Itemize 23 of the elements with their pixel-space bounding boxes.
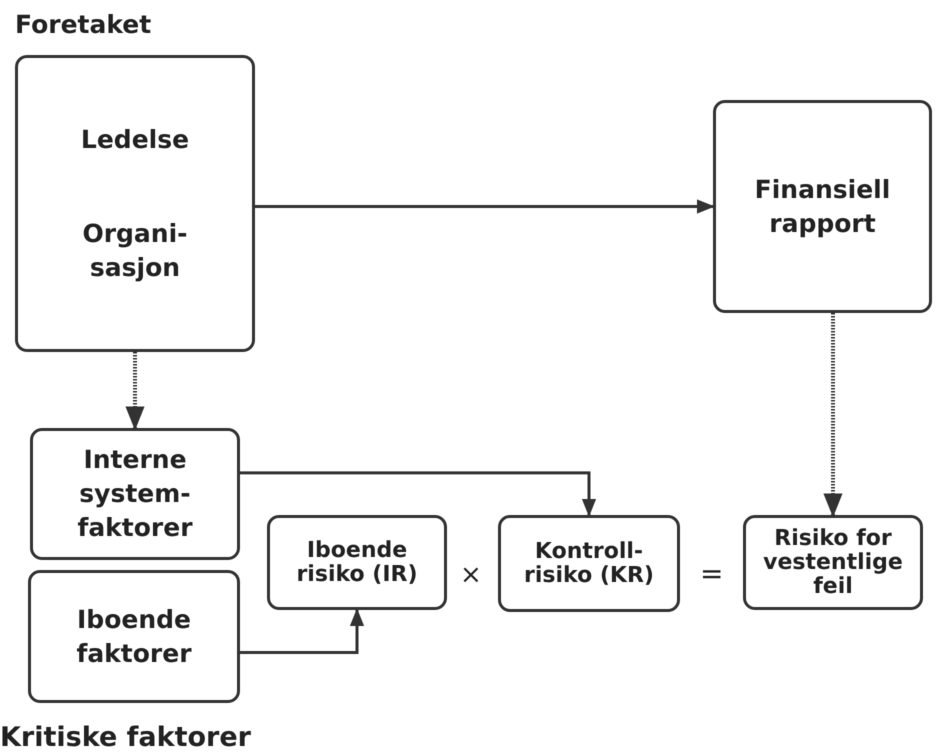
process-box bbox=[267, 515, 447, 610]
box-text: Iboende faktorer bbox=[75, 604, 193, 670]
dotted-arrow bbox=[125, 352, 145, 430]
process-box bbox=[743, 515, 923, 610]
box-text: Risiko for vestentlige feil bbox=[762, 526, 904, 598]
box-text: Iboende risiko (IR) bbox=[295, 538, 419, 586]
arrow bbox=[255, 199, 715, 214]
process-box bbox=[498, 515, 680, 612]
arrow bbox=[240, 471, 596, 517]
heading: Foretaket bbox=[15, 10, 152, 40]
box-text: Finansiell rapport bbox=[754, 174, 892, 240]
box-text: Kontroll- risiko (KR) bbox=[523, 540, 655, 588]
box-text: Ledelse bbox=[80, 124, 190, 156]
operator-symbol: = bbox=[700, 556, 722, 592]
process-box bbox=[30, 428, 240, 560]
operator-symbol: × bbox=[460, 559, 480, 592]
dotted-arrow bbox=[823, 313, 843, 518]
arrow bbox=[240, 608, 364, 654]
box-text: Organi- sasjon bbox=[81, 218, 189, 284]
process-box bbox=[28, 570, 240, 703]
process-box bbox=[713, 100, 932, 313]
group-caption: Kritiske faktorer bbox=[0, 721, 251, 755]
box-text: Interne system- faktorer bbox=[76, 444, 194, 544]
